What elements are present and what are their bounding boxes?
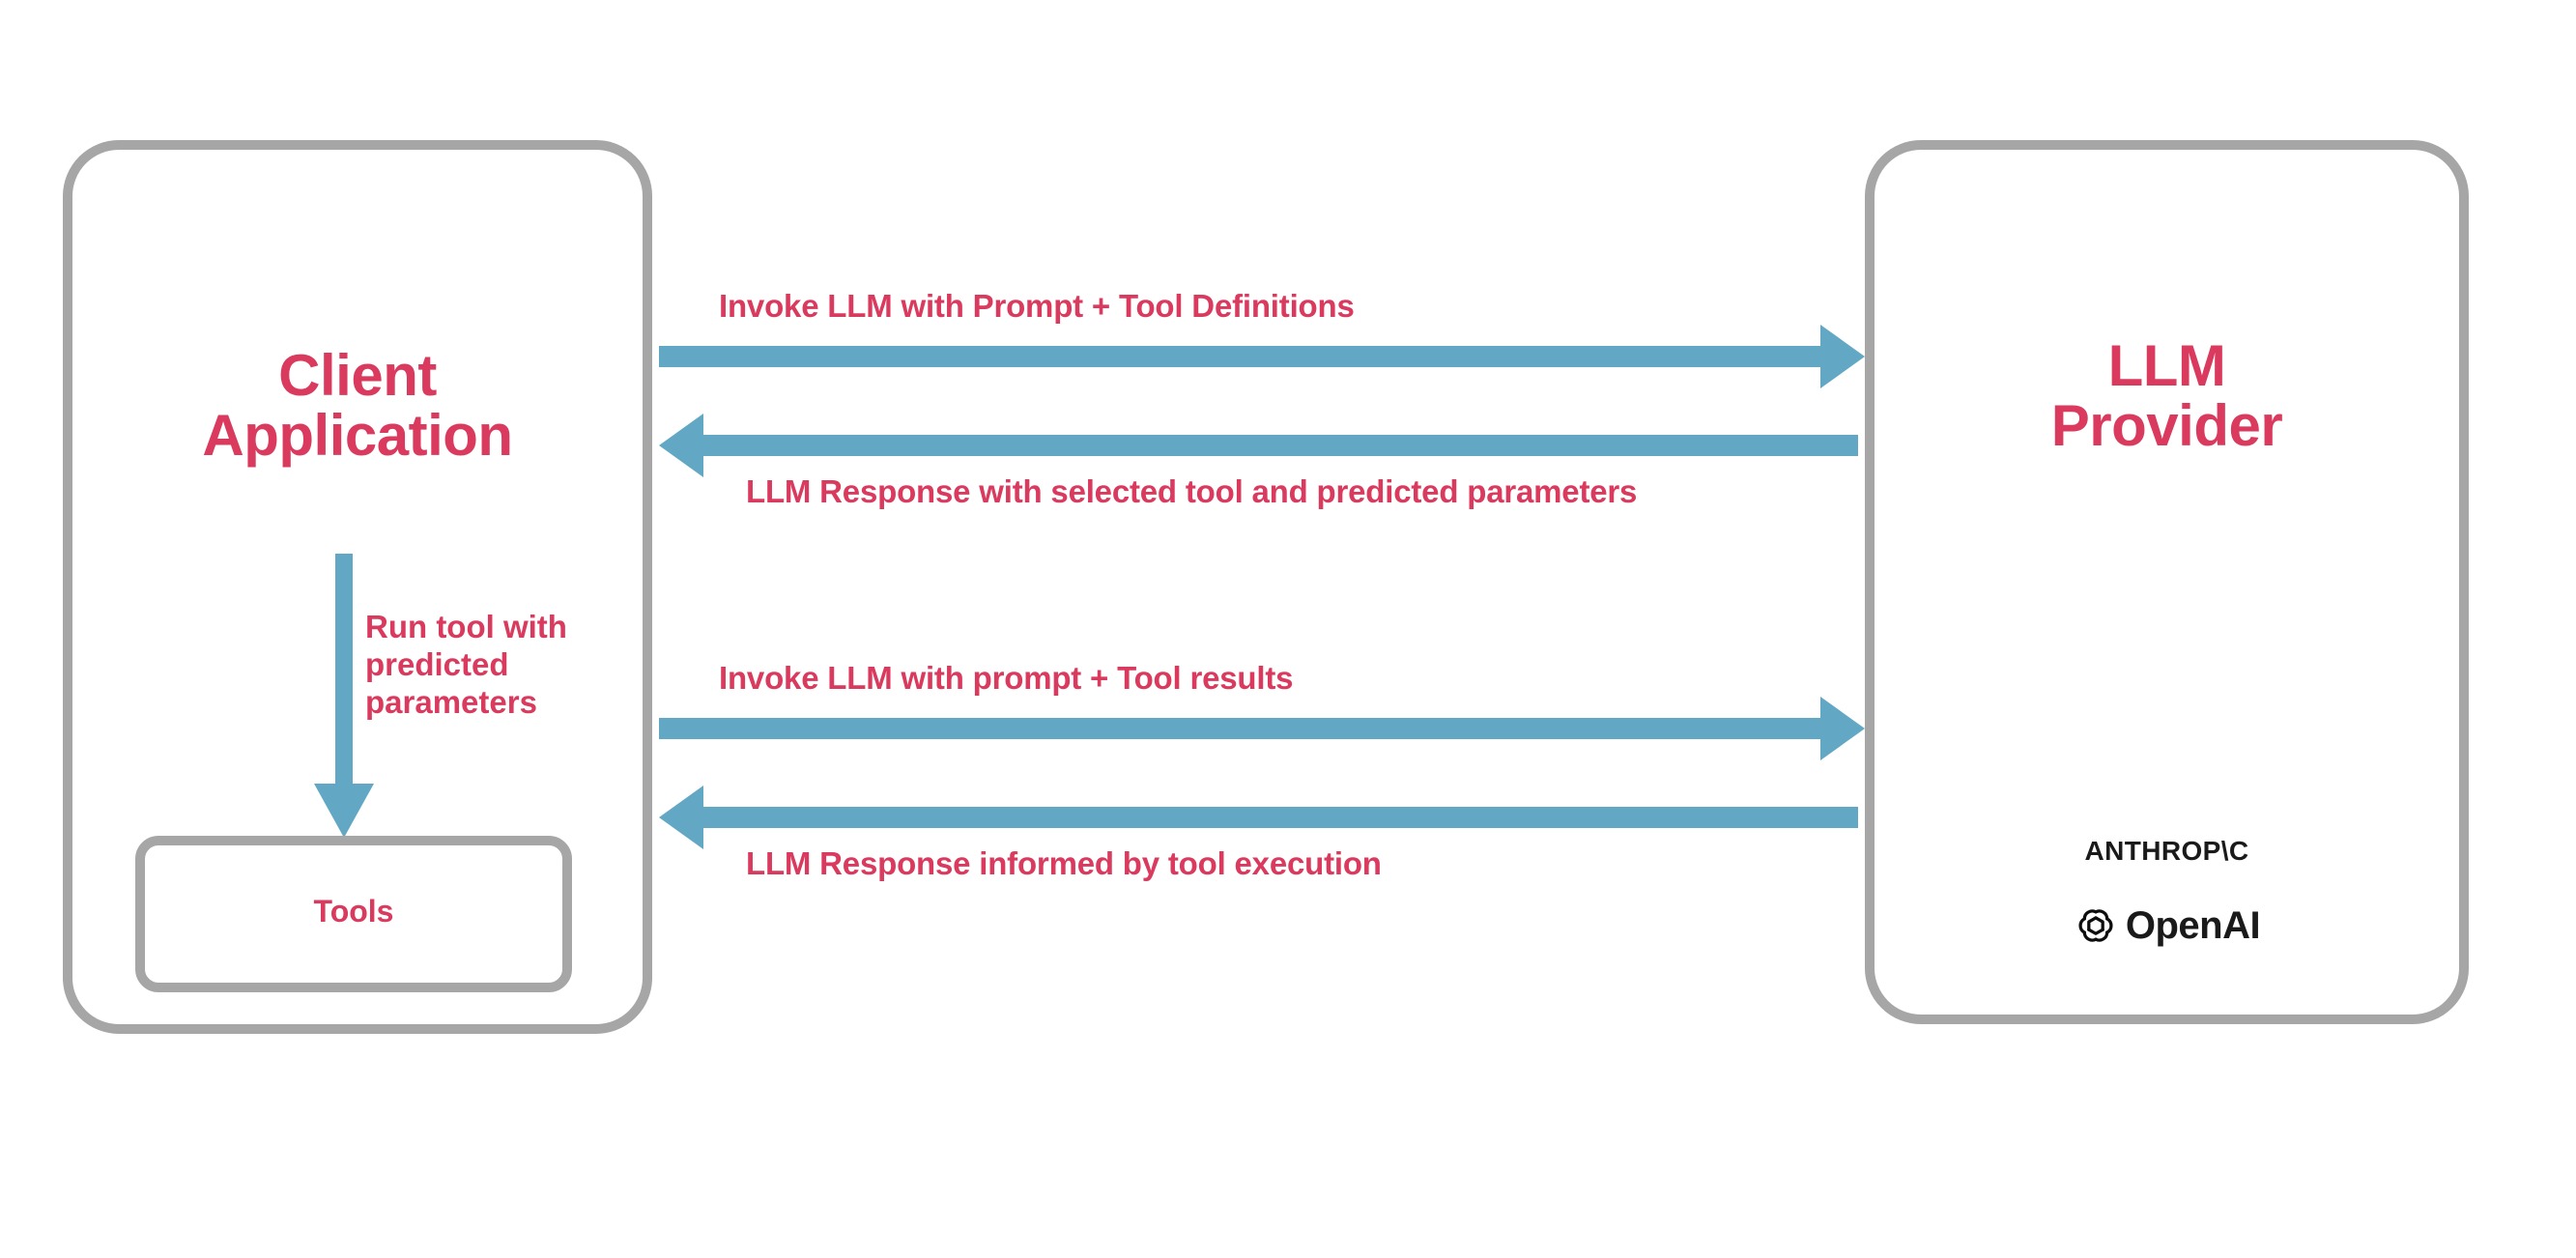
arrow-head-left [659, 786, 703, 849]
edge-label-response-informed-by-tool-execution: LLM Response informed by tool execution [746, 845, 1382, 881]
openai-knot-icon [2074, 903, 2118, 948]
run-tool-arrow-shaft [335, 554, 353, 786]
arrow-head-left [659, 414, 703, 477]
llm-provider-title: LLM Provider [2050, 333, 2283, 459]
client-application-title: Client Application [202, 343, 513, 469]
tools-node[interactable] [135, 836, 572, 992]
openai-logo: OpenAI [1865, 903, 2469, 948]
openai-wordmark: OpenAI [2125, 903, 2261, 947]
tools-node-label: Tools [313, 894, 394, 929]
arrow-shaft [703, 435, 1858, 456]
run-tool-arrow [314, 554, 374, 838]
arrow-shaft [659, 346, 1820, 367]
arrow-shaft [659, 718, 1820, 739]
run-tool-arrow-head [314, 784, 374, 838]
run-tool-arrow-label: Run tool with predicted parameters [365, 609, 567, 720]
llm-provider-node[interactable] [1865, 140, 2469, 1024]
edge-label-invoke-with-tool-results: Invoke LLM with prompt + Tool results [719, 660, 1294, 696]
arrow-shaft [703, 807, 1858, 828]
edge-label-invoke-with-tool-definitions: Invoke LLM with Prompt + Tool Definition… [719, 288, 1355, 324]
arrow-head-right [1820, 325, 1865, 388]
edge-label-response-with-selected-tool: LLM Response with selected tool and pred… [746, 473, 1638, 509]
arrow-head-right [1820, 697, 1865, 760]
anthropic-wordmark-icon: ANTHROP\C [2084, 836, 2249, 866]
